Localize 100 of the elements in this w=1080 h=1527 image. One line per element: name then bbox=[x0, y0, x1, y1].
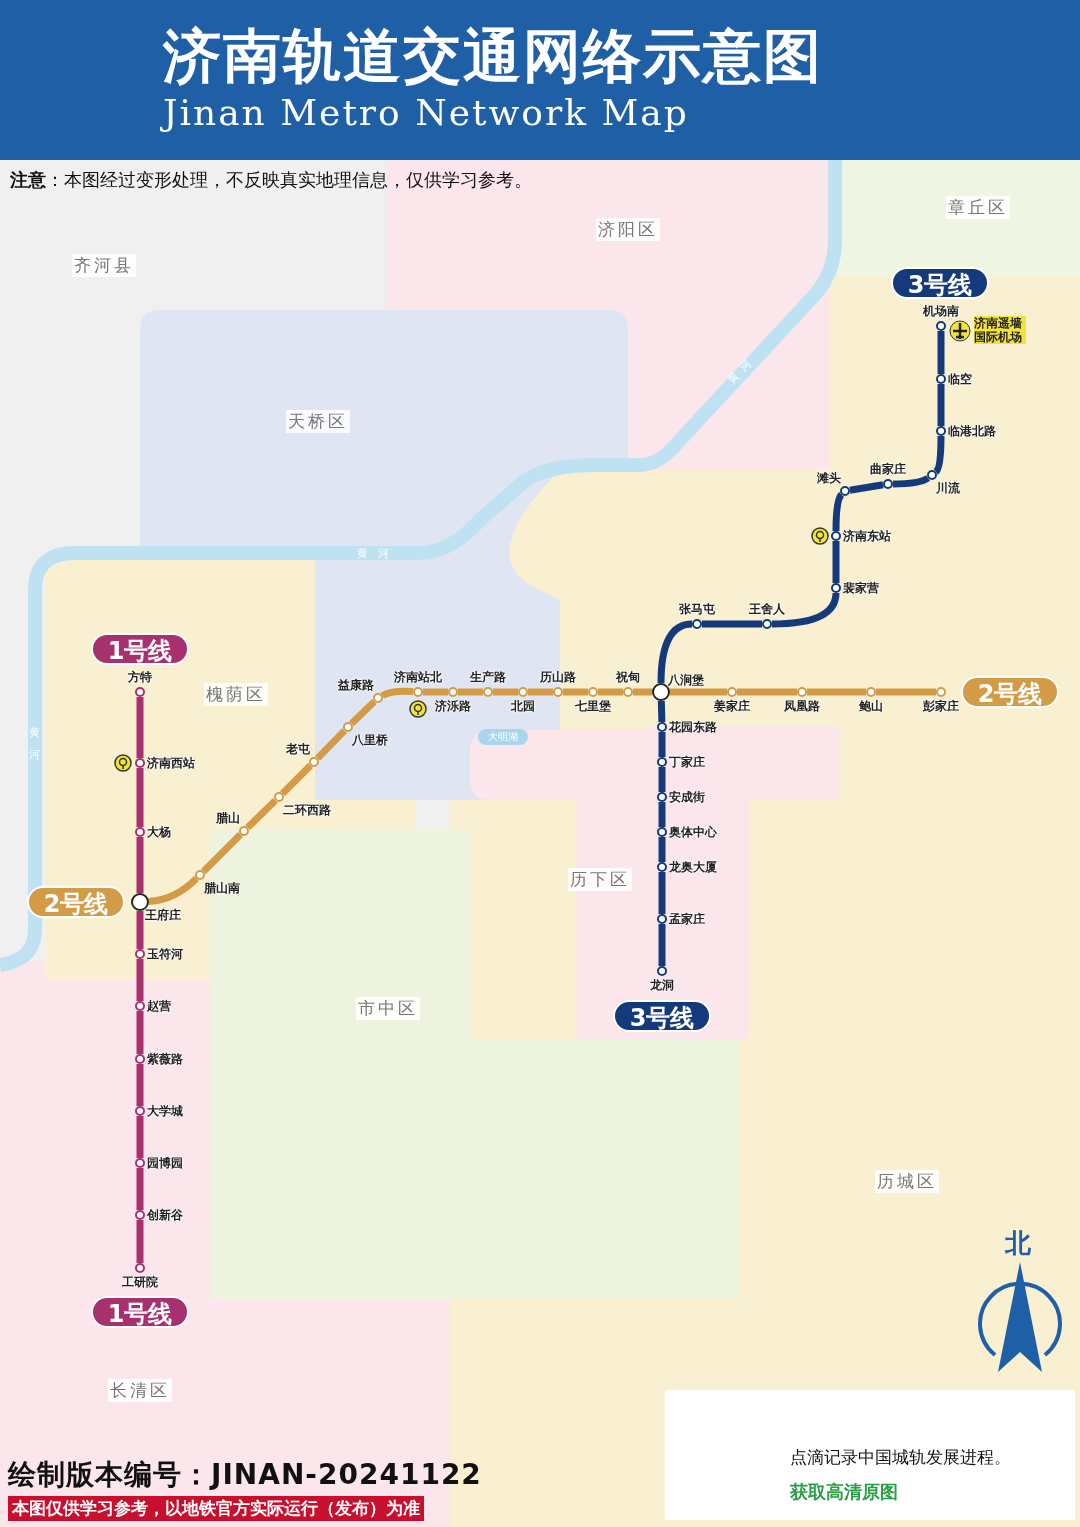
district-name: 历下区 bbox=[568, 868, 632, 891]
station-name: 姜家庄 bbox=[714, 698, 750, 715]
station-name: 祝甸 bbox=[616, 669, 640, 686]
rail-line-segment bbox=[315, 728, 347, 761]
version-number: 绘制版本编号：JINAN-20241122 bbox=[8, 1457, 482, 1493]
rail-line-segment bbox=[136, 1168, 144, 1210]
station-name: 龙洞 bbox=[650, 977, 674, 994]
rail-line-segment bbox=[832, 492, 845, 532]
station-name: 安成街 bbox=[669, 788, 705, 806]
rail-line-segment bbox=[136, 911, 144, 949]
map-title: 济南轨道交通网络示意图 bbox=[163, 21, 823, 92]
station-name: 济南东站 bbox=[843, 527, 891, 545]
district-name: 济阳区 bbox=[596, 218, 660, 241]
line-badge: 1号线 bbox=[91, 633, 189, 665]
station-name: 历山路 bbox=[540, 669, 576, 686]
rail-line-segment bbox=[136, 959, 144, 1001]
rail-line-segment bbox=[658, 767, 666, 792]
line-badge: 2号线 bbox=[27, 886, 125, 918]
station-name: 园博园 bbox=[147, 1154, 183, 1172]
airport-name: 济南遥墙国际机场 bbox=[974, 316, 1026, 344]
rail-line-segment bbox=[658, 872, 666, 914]
rail-line-segment bbox=[737, 688, 797, 696]
rail-line-segment bbox=[658, 802, 666, 827]
promo-text: 获取高清原图 bbox=[790, 1480, 898, 1504]
lake-name: 大明湖 bbox=[478, 729, 528, 745]
station-name: 济泺路 bbox=[435, 698, 471, 715]
rail-line-segment bbox=[598, 688, 623, 696]
district-name: 天桥区 bbox=[286, 410, 350, 433]
station-name: 张马屯 bbox=[679, 601, 715, 618]
district-name: 齐河县 bbox=[72, 254, 136, 277]
station-name: 二环西路 bbox=[283, 802, 331, 819]
station-name: 滩头 bbox=[817, 470, 841, 487]
rail-line-segment bbox=[657, 700, 666, 723]
station-name: 腊山南 bbox=[204, 880, 240, 897]
district-name: 市中区 bbox=[356, 997, 420, 1020]
station-name: 丁家庄 bbox=[669, 753, 705, 771]
rail-line-segment bbox=[633, 688, 652, 696]
station-name: 济南站北 bbox=[394, 669, 442, 686]
station-name: 鲍山 bbox=[859, 698, 883, 715]
station-name: 孟家庄 bbox=[669, 910, 705, 928]
station-name: 北园 bbox=[511, 698, 535, 715]
station-name: 彭家庄 bbox=[923, 698, 959, 715]
rail-line-segment bbox=[136, 837, 144, 893]
rail-line-segment bbox=[702, 620, 762, 628]
rail-line-segment bbox=[423, 688, 448, 696]
station-name: 创新谷 bbox=[147, 1206, 183, 1224]
station-name: 曲家庄 bbox=[870, 461, 906, 478]
station-name: 工研院 bbox=[122, 1274, 158, 1291]
rail-line-segment bbox=[832, 541, 840, 583]
rail-line-segment bbox=[658, 732, 666, 757]
disclaimer-banner: 本图仅供学习参考，以地铁官方实际运行（发布）为准 bbox=[8, 1496, 424, 1521]
rail-line-segment bbox=[136, 768, 144, 827]
station-name: 生产路 bbox=[470, 669, 506, 686]
rail-line-segment bbox=[937, 384, 945, 426]
station-name: 腊山 bbox=[216, 810, 240, 827]
station-name: 裴家营 bbox=[843, 579, 879, 597]
slogan-text: 点滴记录中国城轨发展进程。 bbox=[790, 1446, 1011, 1469]
rail-line-segment bbox=[349, 699, 377, 726]
station-name: 赵营 bbox=[147, 997, 171, 1015]
rail-line-segment bbox=[136, 1116, 144, 1158]
station-name: 老屯 bbox=[286, 741, 310, 758]
rail-line-segment bbox=[136, 697, 144, 758]
station-name: 八里桥 bbox=[352, 732, 388, 749]
rail-line-segment bbox=[876, 688, 936, 696]
station-name: 奥体中心 bbox=[669, 823, 717, 841]
station-name: 七里堡 bbox=[575, 698, 611, 715]
station-name: 玉符河 bbox=[147, 945, 183, 963]
station-name: 益康路 bbox=[338, 677, 374, 694]
rail-line-segment bbox=[380, 687, 414, 699]
rail-line-segment bbox=[136, 1220, 144, 1263]
station-name: 凤凰路 bbox=[784, 698, 820, 715]
district-name: 长清区 bbox=[108, 1379, 172, 1402]
rail-line-segment bbox=[657, 620, 693, 684]
station-name: 大学城 bbox=[147, 1102, 183, 1120]
station-name: 临空 bbox=[948, 370, 972, 388]
station-name: 八涧堡 bbox=[668, 672, 704, 689]
station-name: 王舍人 bbox=[749, 601, 785, 618]
station-name: 花园东路 bbox=[669, 718, 717, 736]
rail-line-segment bbox=[245, 798, 278, 830]
rail-line-segment bbox=[136, 1011, 144, 1054]
rail-line-segment bbox=[658, 924, 666, 966]
disclaimer-note: 注意：本图经过变形处理，不反映真实地理信息，仅供学习参考。 bbox=[10, 168, 532, 192]
rail-line-segment bbox=[148, 875, 199, 905]
station-name: 临港北路 bbox=[948, 422, 996, 440]
rail-line-segment bbox=[937, 331, 945, 374]
rail-line-segment bbox=[892, 475, 930, 488]
district-name: 历城区 bbox=[875, 1170, 939, 1193]
station-name: 济南西站 bbox=[147, 754, 195, 772]
north-label: 北 bbox=[1005, 1227, 1031, 1260]
river-name: 黄河 bbox=[29, 725, 41, 763]
station-name: 方特 bbox=[128, 669, 152, 686]
rail-line-segment bbox=[933, 435, 945, 474]
rail-line-segment bbox=[458, 688, 483, 696]
rail-line-segment bbox=[201, 832, 243, 874]
district-name: 槐荫区 bbox=[204, 683, 268, 706]
rail-line-segment bbox=[849, 481, 884, 494]
river-name: 黄河 bbox=[724, 352, 760, 387]
rail-line-segment bbox=[563, 688, 588, 696]
river-name: 黄河 bbox=[357, 546, 399, 561]
station-name: 川流 bbox=[936, 480, 960, 497]
